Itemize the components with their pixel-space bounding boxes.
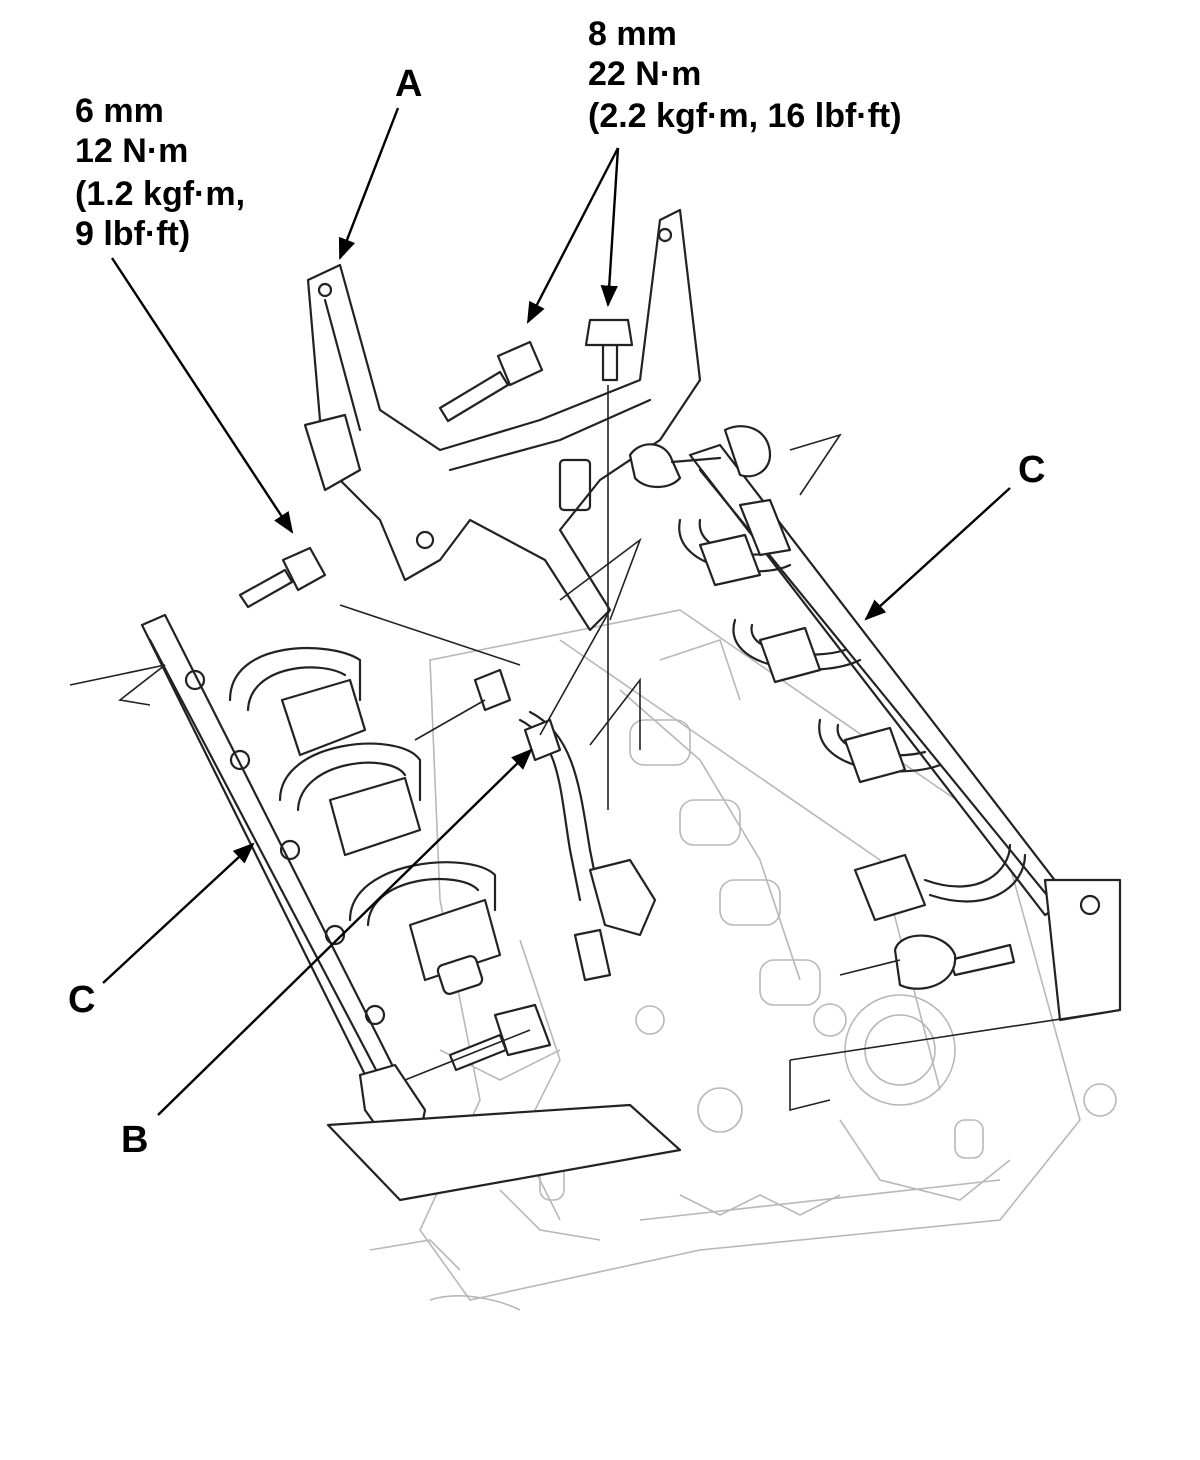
callout-a: A xyxy=(395,63,422,105)
spec-top-size: 8 mm xyxy=(588,15,677,53)
bolt-8mm-angled xyxy=(438,340,544,423)
spec-left-imperial-2: 9 lbf·ft) xyxy=(75,215,190,253)
break-lines xyxy=(69,433,1121,1202)
engine-block-outline xyxy=(369,609,1117,1311)
alignment-lines xyxy=(404,385,901,1081)
fuel-rail-right xyxy=(628,425,1122,1022)
callout-c-right: C xyxy=(1018,449,1045,491)
callout-c-left: C xyxy=(68,979,95,1021)
bolt-lower-left xyxy=(448,1003,552,1072)
wire-harness-b xyxy=(473,668,657,982)
spec-top-torque: 22 N·m xyxy=(588,55,701,93)
fuel-injectors-left xyxy=(228,647,502,995)
torque-spec-top: 8 mm 22 N·m (2.2 kgf·m, 16 lbf·ft) xyxy=(588,15,902,135)
spec-left-imperial-1: (1.2 kgf·m, xyxy=(75,175,245,213)
bolt-6mm xyxy=(238,546,327,609)
spec-top-imperial: (2.2 kgf·m, 16 lbf·ft) xyxy=(588,97,902,135)
bolt-lower-right xyxy=(893,934,1016,990)
bolt-8mm-vertical xyxy=(584,318,634,382)
callout-b: B xyxy=(121,1119,148,1161)
torque-spec-left: 6 mm 12 N·m (1.2 kgf·m, 9 lbf·ft) xyxy=(75,92,245,253)
fuel-injectors-right xyxy=(678,498,1027,922)
bracket-a xyxy=(303,208,702,632)
fuel-rail-left xyxy=(140,613,427,1147)
spec-left-torque: 12 N·m xyxy=(75,132,188,170)
leader-lines xyxy=(102,107,1011,1116)
spec-left-size: 6 mm xyxy=(75,92,164,130)
